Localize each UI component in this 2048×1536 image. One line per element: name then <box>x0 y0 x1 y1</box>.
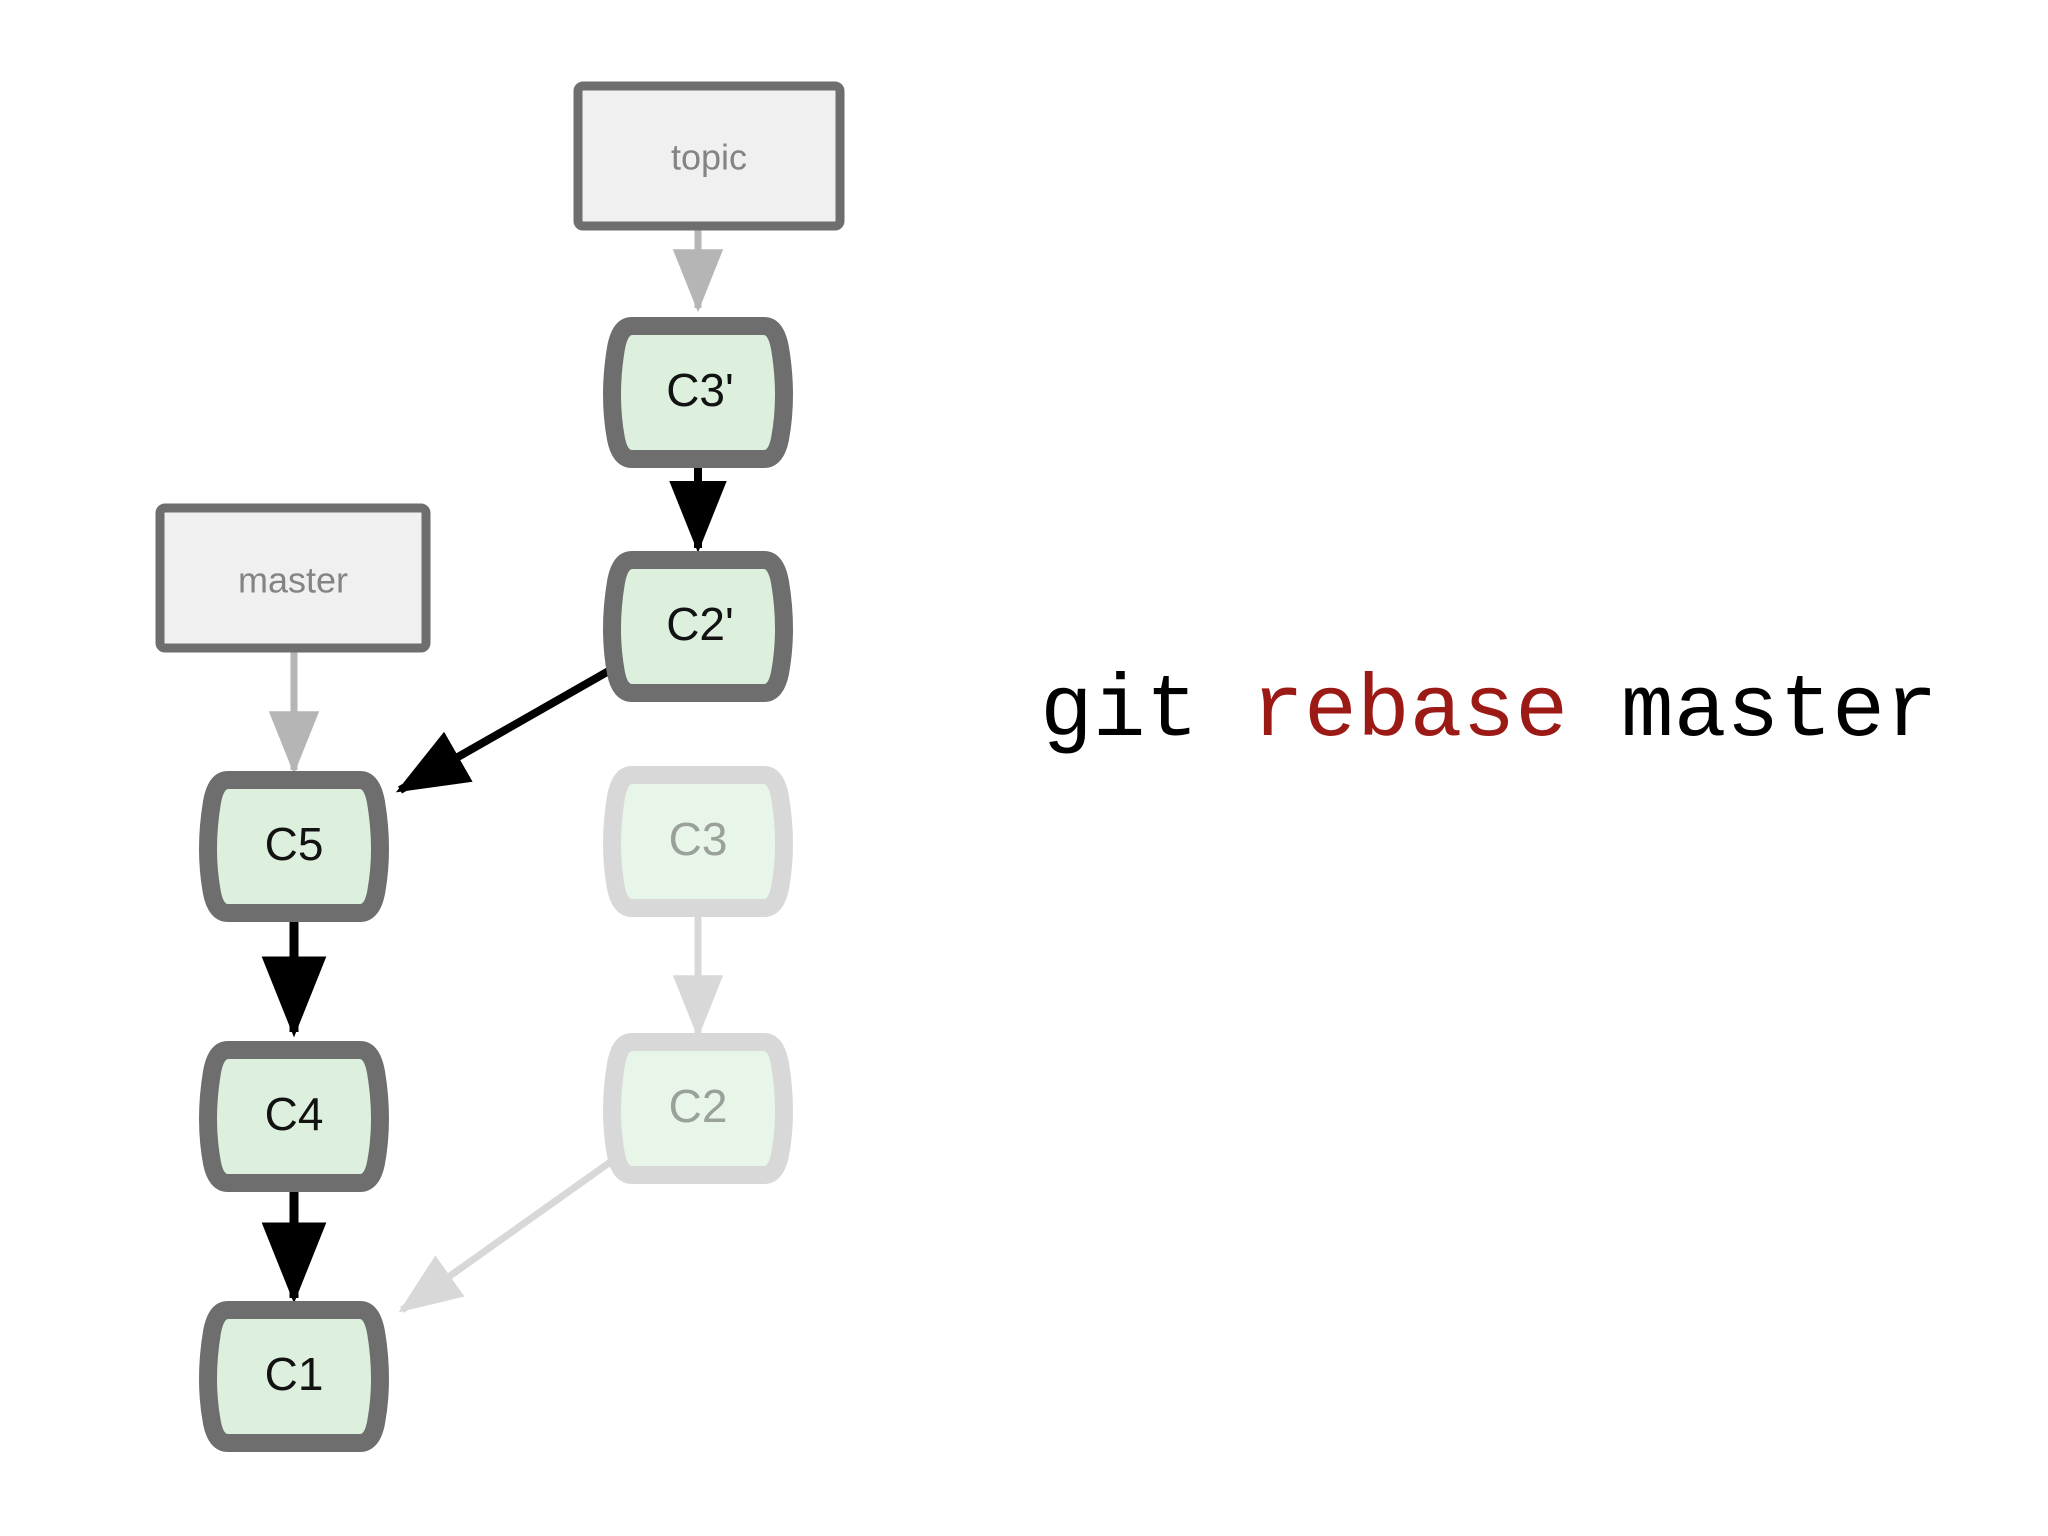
commit-label-c3: C3 <box>669 813 728 865</box>
branch-label-master-text: master <box>238 560 348 601</box>
branch-box-master-rect <box>155 503 431 653</box>
commit-label-c1: C1 <box>265 1348 324 1400</box>
edge-c2-prime-to-c5 <box>395 664 616 794</box>
commit-shape-c1 <box>199 1301 389 1452</box>
edge-c2-to-c1 <box>398 1155 619 1313</box>
commit-shape-c5 <box>199 771 389 922</box>
commit-shape-c3-prime <box>603 317 793 468</box>
commit-node-c4[interactable]: C4 <box>199 1041 389 1192</box>
commit-label-c2: C2 <box>669 1080 728 1132</box>
command-part1: git <box>1040 663 1251 762</box>
commit-shape-c2 <box>603 1033 793 1184</box>
commit-node-c5[interactable]: C5 <box>199 771 389 922</box>
branch-label-master[interactable]: master <box>155 503 431 653</box>
branch-box-topic-rect <box>573 81 845 231</box>
commit-label-c3-prime: C3' <box>666 364 734 416</box>
commit-node-c3[interactable]: C3 <box>603 766 793 917</box>
commit-label-c2-prime: C2' <box>666 598 734 650</box>
branch-label-topic-text: topic <box>671 137 747 178</box>
command-part2: master <box>1568 663 1938 762</box>
commit-node-c2-prime[interactable]: C2' <box>603 551 793 702</box>
commit-node-c2[interactable]: C2 <box>603 1033 793 1184</box>
commit-shape-c4 <box>199 1041 389 1192</box>
commit-node-c1[interactable]: C1 <box>199 1301 389 1452</box>
commit-label-c5: C5 <box>265 818 324 870</box>
command-keyword: rebase <box>1251 663 1568 762</box>
commit-node-c3-prime[interactable]: C3' <box>603 317 793 468</box>
command-caption: git rebase master <box>1040 663 1938 762</box>
commit-label-c4: C4 <box>265 1088 324 1140</box>
command-text-group: git rebase master <box>1040 663 1938 762</box>
commit-shape-c2-prime <box>603 551 793 702</box>
branch-label-topic[interactable]: topic <box>573 81 845 231</box>
commit-shape-c3 <box>603 766 793 917</box>
